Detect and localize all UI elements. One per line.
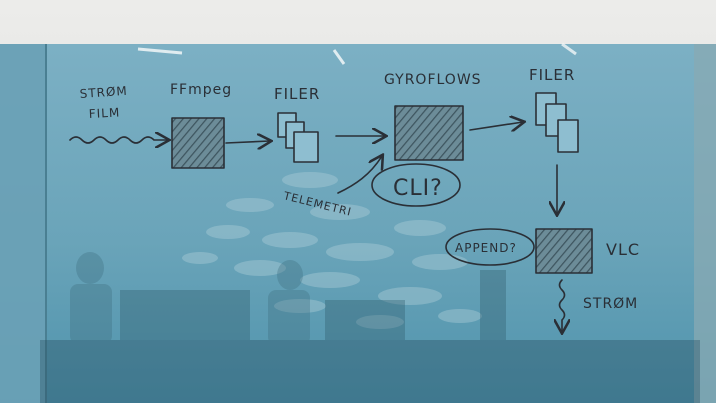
- stream-film-label-line1: STRØM: [79, 84, 128, 101]
- files-label: FILER: [529, 66, 575, 84]
- office-reflection: [40, 252, 700, 403]
- files-stack-icon: [535, 92, 579, 153]
- wavy-output-arrow: [560, 279, 565, 332]
- vlc-label: VLC: [606, 240, 640, 259]
- ffmpeg-label: FFmpeg: [170, 82, 232, 98]
- fish-decal-pattern: [182, 172, 482, 329]
- light-reflection: [137, 47, 183, 55]
- vlc-box: [535, 228, 593, 274]
- light-reflection: [561, 42, 577, 56]
- ffmpeg-box: [171, 117, 225, 169]
- cli-label: CLI?: [393, 176, 443, 201]
- glass-left-panel: [0, 44, 45, 403]
- gyroflow-box: [394, 105, 464, 161]
- glass-right-edge: [694, 44, 716, 403]
- arrow-ffmpeg-to-files: [225, 141, 270, 143]
- arrow-gyroflow-to-files: [469, 122, 523, 130]
- files-label: FILER: [274, 85, 320, 103]
- append-ellipse: [445, 228, 535, 266]
- gyroflow-label: GYROFLOWS: [384, 72, 482, 88]
- cli-ellipse: [371, 163, 461, 207]
- stream-film-label-line2: FILM: [88, 105, 120, 121]
- glass-board: [0, 44, 716, 403]
- files-stack-icon: [277, 112, 319, 163]
- telemetry-arrow: [337, 156, 382, 194]
- output-stream-label: STRØM: [583, 296, 638, 312]
- light-reflection: [332, 49, 346, 65]
- append-label: APPEND?: [455, 241, 517, 255]
- wavy-input-arrow: [69, 137, 168, 143]
